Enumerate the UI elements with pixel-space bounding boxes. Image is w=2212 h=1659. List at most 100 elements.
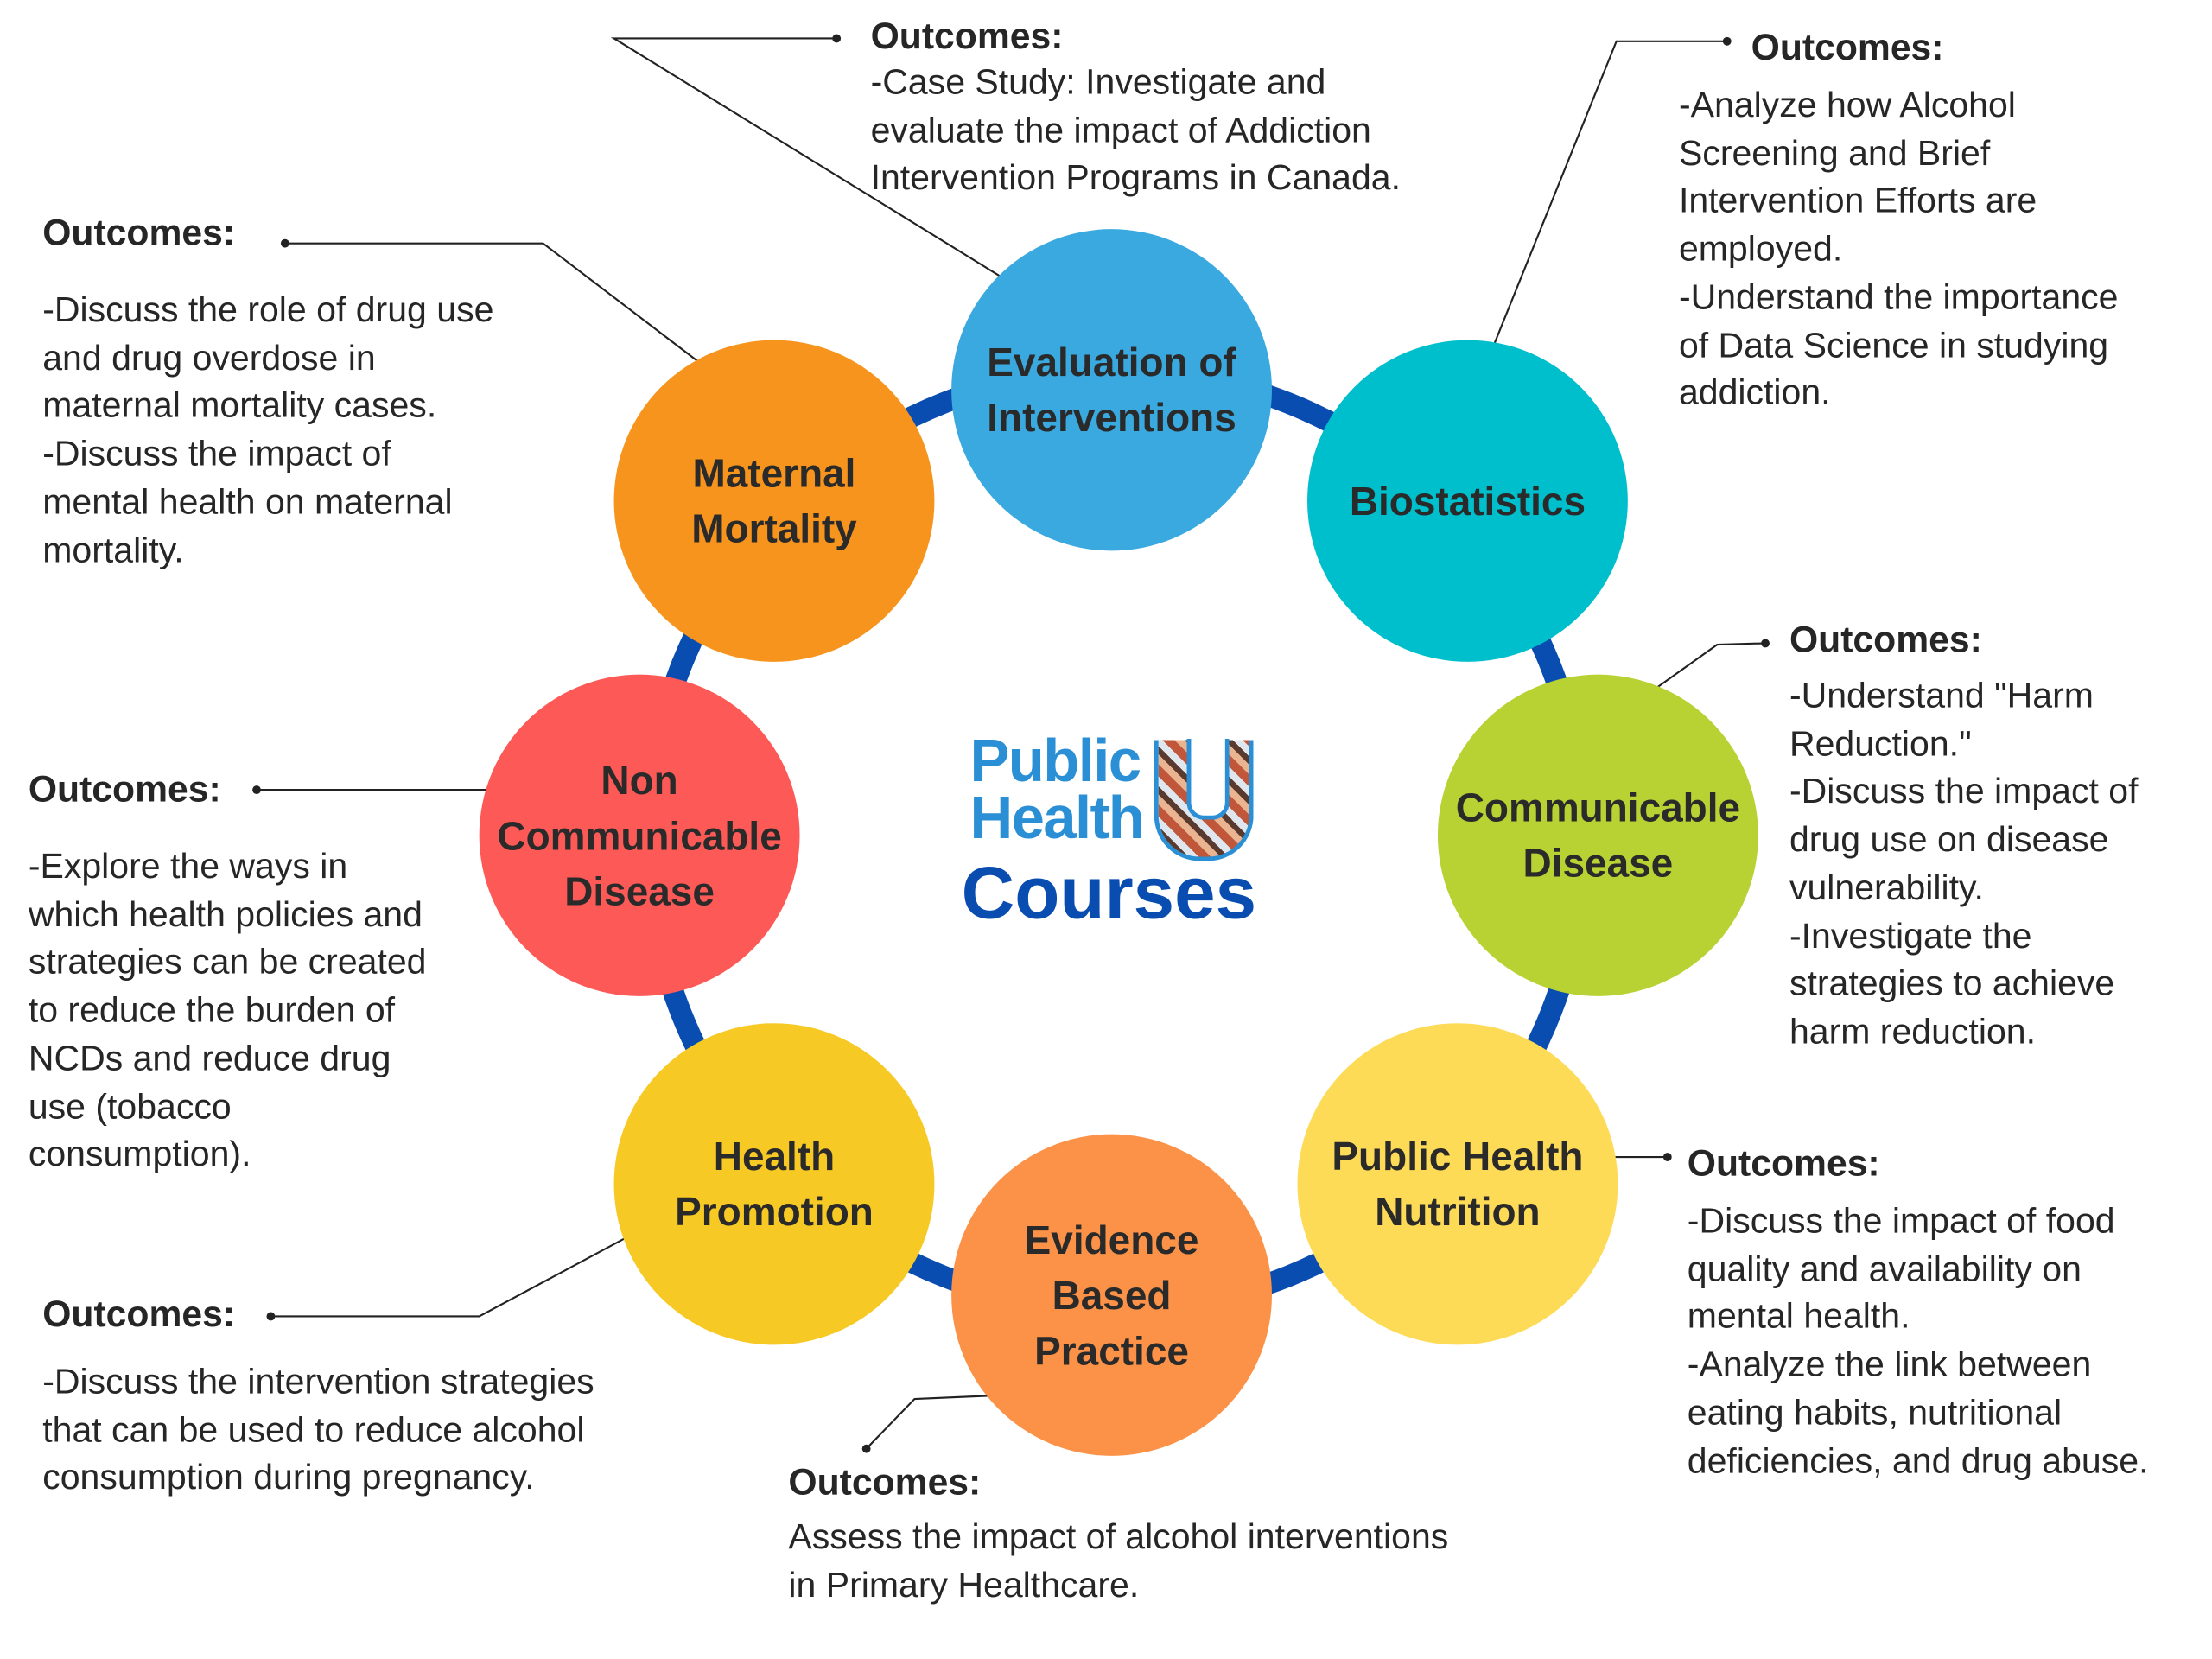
outcomes-heading: Outcomes:: [1687, 1141, 1880, 1185]
course-title: Maternal: [692, 451, 856, 496]
outcomes-heading: Outcomes:: [1789, 617, 1982, 661]
outcome-line: employed.: [1678, 229, 1843, 270]
course-circle-biostatistics: Biostatistics: [1307, 340, 1628, 662]
outcome-line: that can be used to reduce alcohol: [42, 1409, 585, 1450]
logo-u-photo-collage: [1154, 738, 1254, 861]
outcome-line: eating habits, nutritional: [1687, 1393, 2063, 1433]
outcomes-maternal: Outcomes: -Discuss the role of drug use …: [42, 207, 493, 575]
leader-dot: [266, 1312, 276, 1321]
logo-courses-text: Courses: [961, 852, 1257, 936]
course-title: Communicable: [497, 813, 782, 858]
outcome-line: Screening and Brief: [1678, 133, 1991, 174]
leader-dot: [861, 1444, 871, 1453]
outcome-line: harm reduction.: [1789, 1011, 2036, 1052]
outcomes-nutrition: Outcomes: -Discuss the impact of food qu…: [1688, 1139, 2149, 1486]
outcome-line: strategies to achieve: [1789, 963, 2115, 1004]
outcomes-promotion: Outcomes: -Discuss the intervention stra…: [42, 1289, 594, 1503]
outcomes-heading: Outcomes:: [870, 14, 1064, 57]
course-title: Nutrition: [1375, 1189, 1541, 1234]
outcome-line: -Understand "Harm: [1789, 676, 2094, 716]
leader-dot: [252, 785, 261, 795]
outcomes-heading: Outcomes:: [42, 210, 236, 254]
outcome-line: strategies can be created: [28, 942, 427, 983]
outcome-line: -Discuss the intervention strategies: [42, 1362, 594, 1402]
course-title: Non: [601, 758, 678, 803]
outcome-line: quality and availability on: [1687, 1249, 2082, 1289]
leader-dot: [832, 34, 842, 43]
outcome-line: -Discuss the impact of: [1789, 772, 2139, 812]
outcomes-heading: Outcomes:: [42, 1292, 236, 1335]
leader-dot: [1761, 639, 1770, 648]
course-title: Health: [713, 1134, 836, 1179]
outcome-line: -Discuss the impact of food: [1687, 1201, 2115, 1242]
outcome-line: maternal mortality cases.: [42, 386, 437, 427]
outcome-line: which health policies and: [28, 894, 423, 935]
outcomes-heading: Outcomes:: [1751, 25, 1944, 69]
outcome-line: consumption).: [28, 1135, 251, 1175]
outcomes-biostatistics: Outcomes: -Analyze how Alcohol Screening…: [1679, 22, 2119, 418]
leader-line-maternal: [284, 242, 733, 388]
leader-dot: [280, 238, 289, 248]
course-title: Disease: [1522, 841, 1674, 886]
outcome-line: evaluate the impact of Addiction: [870, 110, 1371, 151]
course-title: Evaluation of: [987, 340, 1236, 385]
outcome-line: -Investigate the: [1789, 915, 2032, 956]
course-circle-evaluation: Evaluation of Interventions: [951, 229, 1272, 551]
outcome-line: consumption during pregnancy.: [42, 1458, 535, 1498]
outcome-line: Intervention Efforts are: [1678, 181, 2037, 221]
outcome-line: deficiencies, and drug abuse.: [1687, 1440, 2149, 1481]
outcomes-evaluation: Outcomes: -Case Study: Investigate and e…: [871, 11, 1401, 204]
outcome-line: in Primary Healthcare.: [788, 1565, 1140, 1605]
outcome-line: NCDs and reduce drug: [28, 1039, 391, 1079]
logo-text: Health: [969, 784, 1144, 851]
outcomes-communicable: Outcomes: -Understand "Harm Reduction." …: [1789, 615, 2139, 1058]
course-title: Promotion: [675, 1189, 874, 1234]
leader-dot: [1662, 1153, 1672, 1161]
outcomes-heading: Outcomes:: [28, 766, 221, 810]
outcome-line: of Data Science in studying: [1678, 325, 2109, 365]
logo-text: Public: [969, 727, 1141, 795]
outcome-line: to reduce the burden of: [28, 990, 396, 1031]
outcome-line: mortality.: [42, 530, 184, 570]
course-title: Public Health: [1332, 1134, 1584, 1179]
outcome-line: -Analyze the link between: [1687, 1344, 2092, 1385]
outcome-line: -Case Study: Investigate and: [870, 62, 1326, 103]
course-title: Practice: [1034, 1328, 1189, 1373]
outcome-line: Reduction.": [1789, 723, 1972, 764]
outcome-line: drug use on disease: [1789, 819, 2109, 860]
outcome-line: mental health.: [1687, 1297, 1910, 1338]
leader-line-biostatistics: [1479, 40, 1727, 379]
course-title: Biostatistics: [1349, 479, 1586, 524]
course-title: Based: [1052, 1273, 1172, 1318]
outcome-line: -Understand the importance: [1678, 276, 2119, 317]
leader-line-promotion: [270, 1225, 647, 1318]
course-title: Evidence: [1024, 1217, 1199, 1262]
outcomes-heading: Outcomes:: [788, 1459, 982, 1503]
course-title: Communicable: [1455, 785, 1741, 830]
outcome-line: mental health on maternal: [42, 482, 453, 523]
outcome-line: use (tobacco: [28, 1086, 232, 1127]
outcome-line: and drug overdose in: [42, 338, 376, 378]
outcomes-evidence: Outcomes: Assess the impact of alcohol i…: [788, 1458, 1448, 1611]
outcome-line: Assess the impact of alcohol interventio…: [788, 1516, 1449, 1557]
outcome-line: vulnerability.: [1789, 868, 1984, 908]
outcome-line: addiction.: [1678, 372, 1831, 413]
course-title: Mortality: [691, 506, 857, 551]
course-title: Disease: [564, 868, 715, 913]
leader-dot: [1722, 36, 1732, 46]
outcome-line: -Discuss the role of drug use: [42, 289, 494, 331]
leader-line-evaluation: [610, 37, 1014, 286]
leader-line-evidence: [865, 1393, 1016, 1450]
course-title: Interventions: [987, 395, 1236, 440]
outcome-line: Intervention Programs in Canada.: [870, 158, 1402, 199]
outcome-line: -Explore the ways in: [28, 846, 348, 887]
outcomes-noncommunicable: Outcomes: -Explore the ways in which hea…: [29, 764, 427, 1179]
